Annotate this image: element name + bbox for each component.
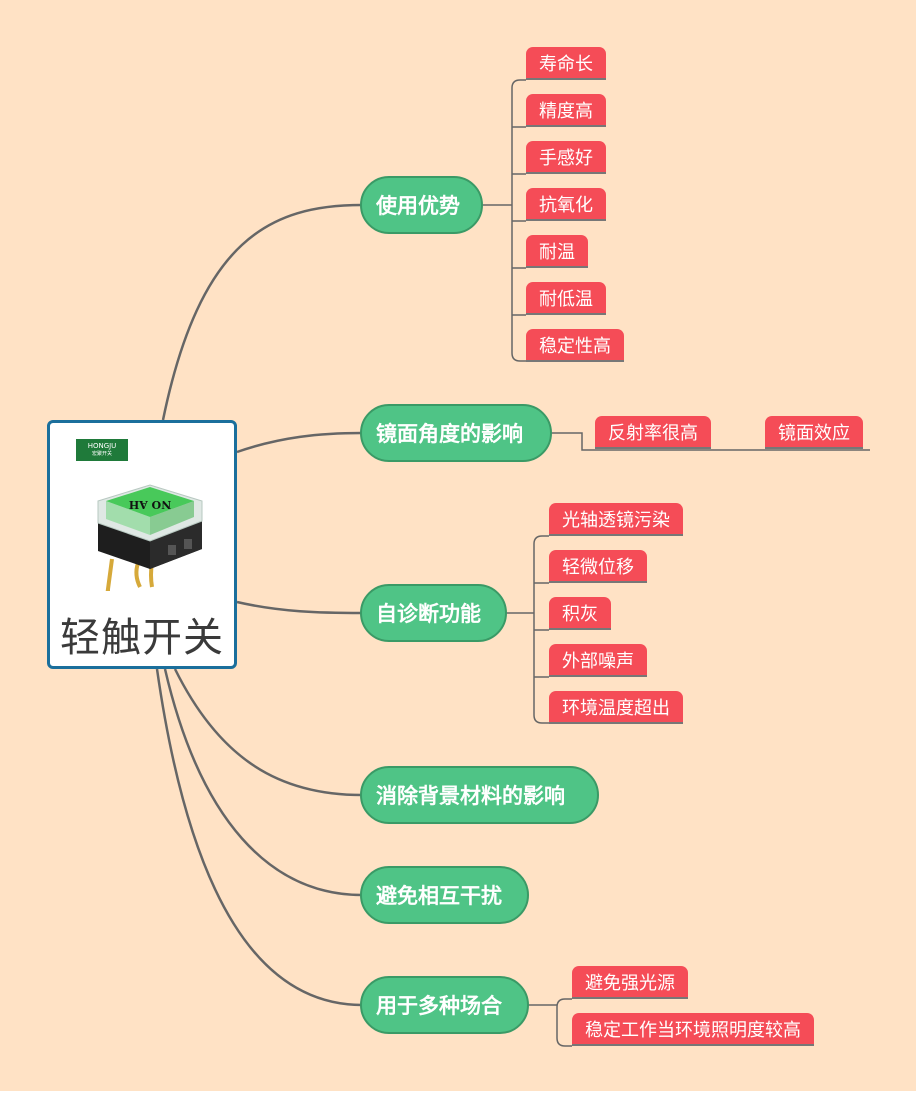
leaf-label: 轻微位移: [562, 556, 634, 578]
branch-usage-advantages[interactable]: 使用优势: [360, 176, 483, 234]
leaf-label: 抗氧化: [539, 194, 593, 216]
leaf-external-noise[interactable]: 外部噪声: [549, 644, 647, 677]
leaf-stable-high-illumination[interactable]: 稳定工作当环境照明度较高: [572, 1013, 814, 1046]
leaf-mirror-effect[interactable]: 镜面效应: [765, 416, 863, 449]
leaf-label: 寿命长: [539, 53, 593, 75]
connector-root-b5: [163, 668, 363, 897]
connector-root-b4: [173, 668, 363, 797]
leaf-label: 积灰: [562, 603, 598, 625]
branch-label: 使用优势: [376, 194, 460, 218]
leaf-anti-oxidation[interactable]: 抗氧化: [526, 188, 606, 221]
connector-root-b3: [236, 600, 363, 615]
leaf-label: 光轴透镜污染: [562, 509, 670, 531]
leaf-label: 避免强光源: [585, 972, 675, 994]
leaf-dust[interactable]: 积灰: [549, 597, 611, 630]
leaf-label: 稳定性高: [539, 335, 611, 357]
branch-multiple-occasions[interactable]: 用于多种场合: [360, 976, 529, 1034]
tact-switch-image: NO AH: [97, 484, 203, 591]
leaf-avoid-strong-light[interactable]: 避免强光源: [572, 966, 688, 999]
root-node[interactable]: HONGJU 宏聚开关 NO AH 轻触开关: [47, 420, 237, 669]
leaf-high-stability[interactable]: 稳定性高: [526, 329, 624, 362]
leaf-slight-displacement[interactable]: 轻微位移: [549, 550, 647, 583]
leaf-label: 手感好: [539, 147, 593, 169]
branch-label: 镜面角度的影响: [376, 422, 523, 446]
leaf-label: 反射率很高: [608, 422, 698, 444]
leaf-low-temp-resistant[interactable]: 耐低温: [526, 282, 606, 315]
branch-label: 避免相互干扰: [376, 884, 502, 908]
leaf-label: 外部噪声: [562, 650, 634, 672]
connector-root-b2: [236, 431, 363, 454]
branch-label: 用于多种场合: [376, 994, 502, 1018]
brand-name: HONGJU: [87, 442, 117, 450]
brand-subname: 宏聚开关: [91, 451, 112, 457]
branch-self-diagnosis[interactable]: 自诊断功能: [360, 584, 507, 642]
leaf-long-life[interactable]: 寿命长: [526, 47, 606, 80]
leaf-label: 精度高: [539, 100, 593, 122]
branch-mirror-angle[interactable]: 镜面角度的影响: [360, 404, 552, 462]
product-label: NO AH: [129, 498, 171, 511]
leaf-label: 环境温度超出: [562, 697, 670, 719]
leaf-label: 耐温: [539, 241, 575, 263]
leaf-lens-contamination[interactable]: 光轴透镜污染: [549, 503, 683, 536]
branch-label: 消除背景材料的影响: [376, 784, 565, 808]
leaf-temp-exceeded[interactable]: 环境温度超出: [549, 691, 683, 724]
leaf-label: 耐低温: [539, 288, 593, 310]
leaf-high-precision[interactable]: 精度高: [526, 94, 606, 127]
leaf-label: 镜面效应: [778, 422, 850, 444]
branch-label: 自诊断功能: [376, 602, 481, 626]
brand-logo: HONGJU 宏聚开关: [76, 439, 128, 461]
branch-eliminate-background[interactable]: 消除背景材料的影响: [360, 766, 599, 824]
connector-root-b1: [161, 203, 363, 421]
connector-root-b6: [155, 668, 363, 1007]
leaf-good-feel[interactable]: 手感好: [526, 141, 606, 174]
branch-avoid-interference[interactable]: 避免相互干扰: [360, 866, 529, 924]
leaf-heat-resistant[interactable]: 耐温: [526, 235, 588, 268]
root-title: 轻触开关: [60, 615, 224, 661]
leaf-high-reflectivity[interactable]: 反射率很高: [595, 416, 711, 449]
leaf-label: 稳定工作当环境照明度较高: [585, 1019, 801, 1041]
